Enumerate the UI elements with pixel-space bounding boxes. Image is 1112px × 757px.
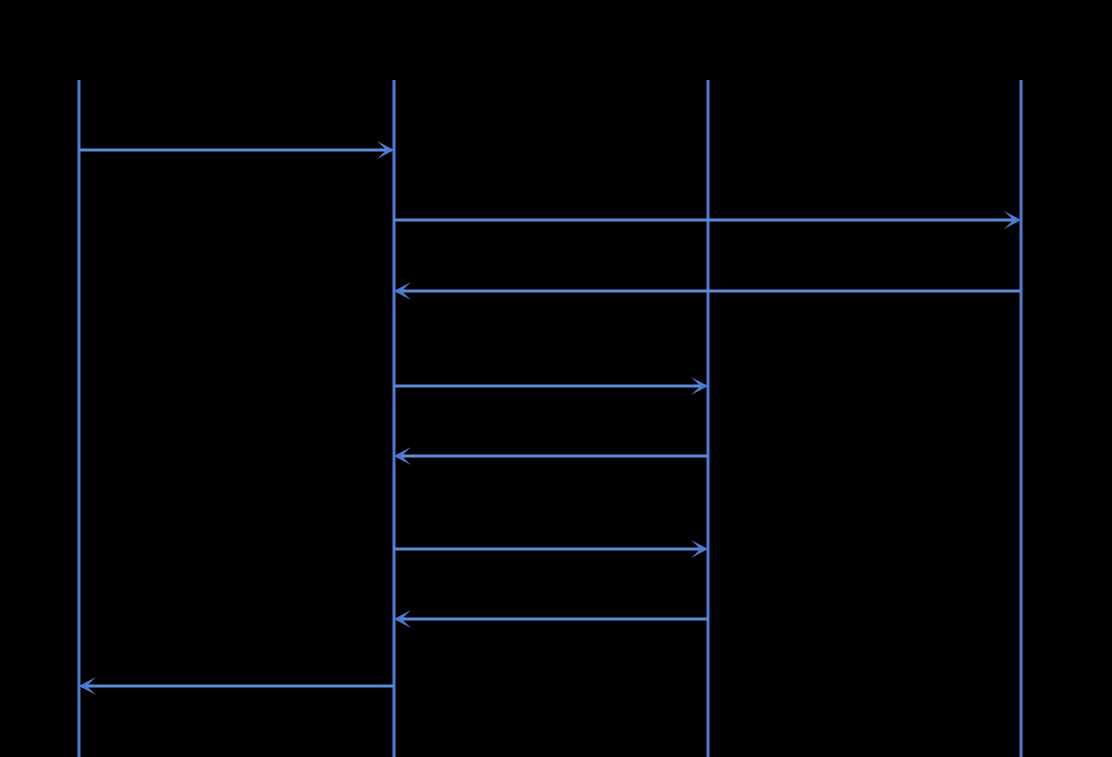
message-arrow-7 [394, 610, 708, 628]
message-arrow-1 [79, 141, 394, 159]
message-arrow-2 [394, 211, 1021, 229]
message-arrowhead [394, 610, 411, 628]
message-arrowhead [691, 540, 708, 558]
message-arrow-5 [394, 447, 708, 465]
lifelines-layer [77, 80, 1023, 757]
message-arrowhead [691, 377, 708, 395]
messages-layer [79, 141, 1021, 695]
message-arrowhead [1004, 211, 1021, 229]
message-arrowhead [394, 447, 411, 465]
message-arrow-6 [394, 540, 708, 558]
message-arrow-3 [394, 282, 1021, 300]
message-arrow-4 [394, 377, 708, 395]
message-arrowhead [79, 677, 96, 695]
message-arrow-8 [79, 677, 394, 695]
message-arrowhead [394, 282, 411, 300]
message-arrowhead [377, 141, 394, 159]
